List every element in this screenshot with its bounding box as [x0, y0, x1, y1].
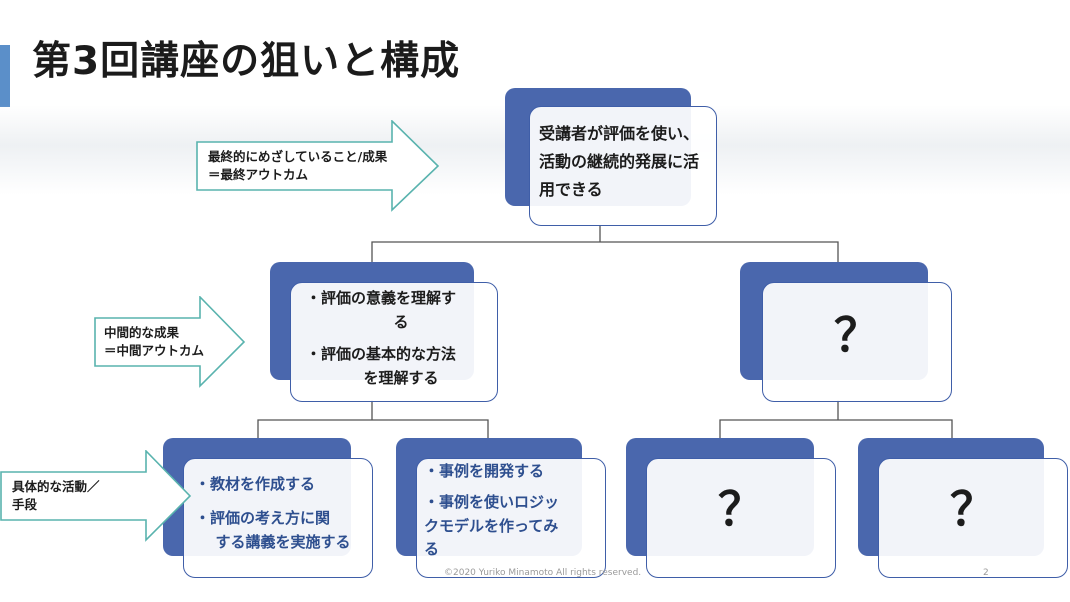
arrow-activities-line-1: 具体的な活動／	[12, 479, 100, 494]
node-bottom-2-text: ・事例を開発する ・事例を使いロジッ クモデルを作ってみ る	[424, 460, 604, 561]
arrow-activities: 具体的な活動／ 手段	[0, 450, 192, 542]
node-bottom-4: ？	[858, 438, 1068, 578]
connector-level1	[371, 241, 839, 262]
node-bottom-1-text: ・教材を作成する ・評価の考え方に関 する講義を実施する	[195, 472, 371, 554]
bottom-2-item-2-cont: クモデルを作ってみ	[424, 516, 559, 535]
arrow-intermediate-line-2: ＝中間アウトカム	[104, 343, 205, 359]
page-number: 2	[983, 568, 989, 578]
bottom-2-item-1: ・事例を開発する	[424, 462, 545, 480]
node-mid-right-front	[762, 282, 952, 402]
node-bottom-2: ・事例を開発する ・事例を使いロジッ クモデルを作ってみ る	[396, 438, 606, 578]
connector-right-level2	[719, 419, 953, 438]
bottom-2-item-2: ・事例を使いロジッ	[424, 493, 560, 512]
node-mid-left-text: ・評価の意義を理解す る ・評価の基本的な方法 を理解する	[306, 286, 496, 390]
mid-left-item-1-cont: る	[393, 313, 409, 331]
node-bottom-3: ？	[626, 438, 836, 578]
mid-left-item-2: ・評価の基本的な方法	[306, 345, 457, 363]
mid-left-item-2-cont: を理解する	[363, 369, 439, 387]
node-bottom-1: ・教材を作成する ・評価の考え方に関 する講義を実施する	[163, 438, 373, 578]
arrow-intermediate-outcome-label: 中間的な成果 ＝中間アウトカム	[104, 324, 204, 360]
node-bottom-4-front	[878, 458, 1068, 578]
bottom-1-item-1: ・教材を作成する	[195, 475, 316, 493]
bottom-4-question-mark: ？	[950, 482, 996, 536]
connector-left-level2	[257, 419, 489, 438]
arrow-intermediate-outcome-shape	[94, 296, 246, 388]
node-top-text: 受講者が評価を使い、活動の継続的発展に活用できる	[539, 124, 700, 199]
arrow-final-outcome: 最終的にめざしていること/成果 ＝最終アウトカム	[196, 120, 440, 212]
arrow-final-outcome-label: 最終的にめざしていること/成果 ＝最終アウトカム	[208, 148, 387, 184]
bottom-1-item-2: ・評価の考え方に関	[195, 509, 331, 527]
arrow-intermediate-line-1: 中間的な成果	[104, 325, 180, 340]
arrow-activities-label: 具体的な活動／ 手段	[12, 478, 100, 514]
node-bottom-2-front	[416, 458, 606, 578]
arrow-final-outcome-line-2: ＝最終アウトカム	[208, 167, 309, 183]
node-mid-left: ・評価の意義を理解す る ・評価の基本的な方法 を理解する	[270, 262, 498, 402]
bottom-3-question-mark: ？	[718, 482, 764, 536]
copyright-footer: ©2020 Yuriko Minamoto All rights reserve…	[444, 568, 642, 578]
title-accent-bar	[0, 45, 10, 107]
arrow-final-outcome-shape	[196, 120, 440, 212]
node-top-final-outcome: 受講者が評価を使い、活動の継続的発展に活用できる	[505, 88, 717, 228]
node-mid-left-front	[290, 282, 498, 402]
mid-right-question-mark: ？	[834, 308, 880, 362]
page-title: 第3回講座の狙いと構成	[32, 39, 461, 84]
arrow-intermediate-outcome: 中間的な成果 ＝中間アウトカム	[94, 296, 246, 388]
arrow-activities-shape	[0, 450, 192, 542]
node-bottom-3-front	[646, 458, 836, 578]
arrow-activities-line-2: 手段	[12, 497, 38, 513]
node-bottom-1-front	[183, 458, 373, 578]
bottom-1-item-2-cont: する講義を実施する	[215, 533, 351, 551]
mid-left-item-1: ・評価の意義を理解す	[306, 289, 457, 307]
node-mid-right: ？	[740, 262, 952, 402]
bottom-2-item-2-cont2: る	[424, 539, 440, 558]
arrow-final-outcome-line-1: 最終的にめざしていること/成果	[208, 149, 388, 164]
node-top-front	[529, 106, 717, 226]
